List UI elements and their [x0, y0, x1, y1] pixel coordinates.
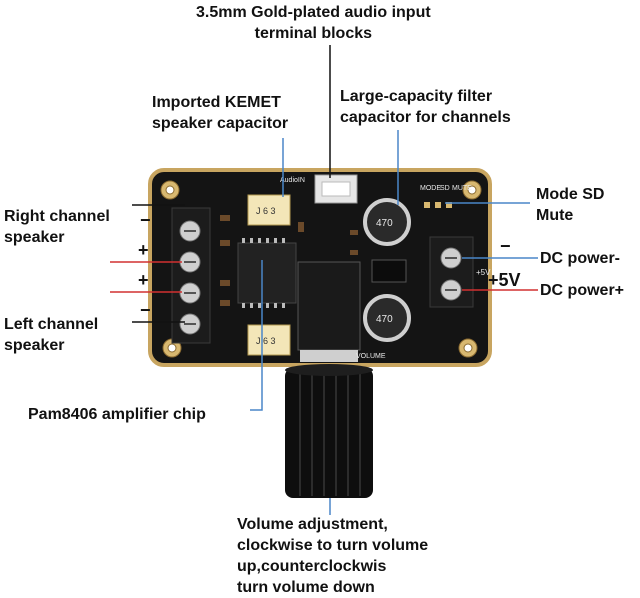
sign-right-minus: − — [140, 210, 151, 230]
label-left-speaker: Left channel speaker — [4, 316, 99, 354]
power-switch — [371, 259, 407, 283]
pointer-chip — [250, 260, 263, 411]
silk-mute: MUTE — [452, 185, 472, 192]
mounting-holes — [160, 180, 482, 358]
label-mode: Mode SD Mute — [536, 186, 605, 224]
label-filter-cap: Large-capacity filter capacitor for chan… — [340, 88, 511, 126]
label-dc-neg: DC power- — [540, 250, 620, 267]
pointer-lines — [110, 45, 538, 515]
audio-input-jack: AudioIN — [280, 174, 358, 204]
label-dc-pos: DC power+ — [540, 282, 625, 299]
filter-capacitors: 470 470 — [363, 198, 411, 342]
silk-volume: VOLUME — [356, 353, 386, 360]
silk-five-v: +5V — [476, 268, 491, 277]
volume-potentiometer: VOLUME — [285, 261, 386, 498]
pam8406-chip — [237, 238, 297, 308]
sign-right-plus: + — [138, 240, 149, 260]
mode-pads: MODE SD MUTE — [420, 185, 472, 208]
sign-dc-minus: − — [500, 236, 511, 256]
cap-code-bottom: J 6 3 — [256, 336, 276, 346]
speaker-terminal-block — [171, 207, 211, 344]
label-chip: Pam8406 amplifier chip — [28, 406, 206, 423]
label-kemet: Imported KEMET speaker capacitor — [152, 94, 289, 132]
kemet-capacitors: J 6 3 J 6 3 — [247, 194, 291, 356]
sign-left-plus: + — [138, 270, 149, 290]
silk-sd: SD — [440, 185, 450, 192]
label-five-v: +5V — [488, 270, 521, 290]
label-audio-input: 3.5mm Gold-plated audio input terminal b… — [196, 4, 431, 42]
dc-power-terminal-block: +5V — [429, 236, 491, 308]
cap-value-bottom: 470 — [376, 314, 393, 325]
cap-value-top: 470 — [376, 218, 393, 229]
sign-left-minus: − — [140, 300, 151, 320]
silk-audio-in: AudioIN — [280, 177, 305, 184]
silk-mode: MODE — [420, 185, 441, 192]
cap-code-top: J 6 3 — [256, 206, 276, 216]
label-volume: Volume adjustment, clockwise to turn vol… — [237, 516, 429, 596]
label-right-speaker: Right channel speaker — [4, 208, 110, 246]
